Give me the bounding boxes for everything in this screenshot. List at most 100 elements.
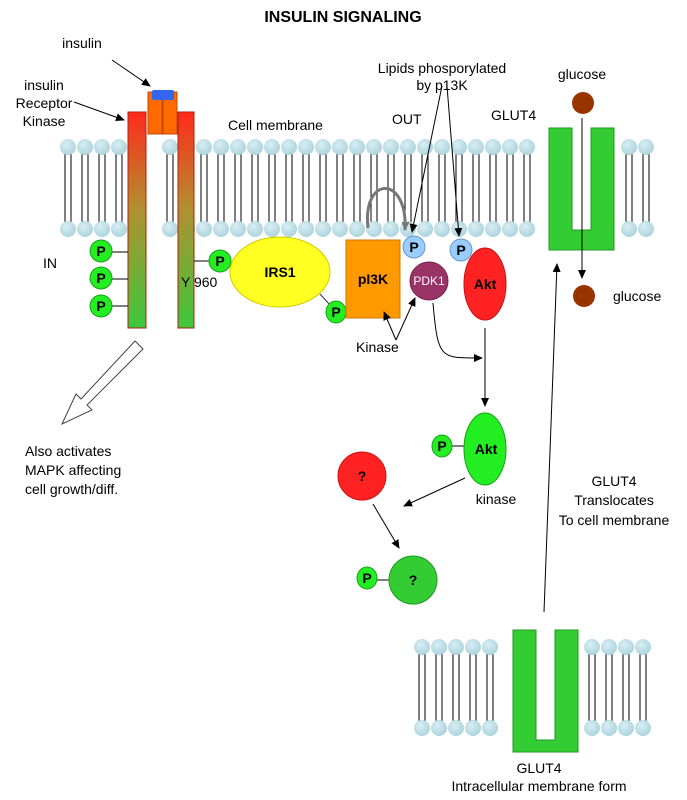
receptor-phosphates: P P P P bbox=[89, 239, 232, 318]
svg-text:PDK1: PDK1 bbox=[413, 274, 445, 288]
phospholipid bbox=[618, 639, 634, 736]
phospholipid bbox=[414, 639, 430, 736]
pdk1-protein: PDK1 bbox=[409, 261, 449, 301]
cell-membrane-bilayer bbox=[60, 139, 654, 237]
in-label: IN bbox=[43, 255, 57, 271]
akt-to-target-arrow bbox=[403, 477, 466, 507]
insulin-molecule bbox=[152, 90, 174, 100]
svg-text:IRS1: IRS1 bbox=[264, 264, 295, 280]
receptor-label-line3: Kinase bbox=[23, 113, 66, 129]
receptor-beta-subunit-right bbox=[177, 111, 195, 329]
phospholipid bbox=[635, 639, 651, 736]
mapk-arrow bbox=[60, 340, 144, 426]
phospholipid bbox=[366, 139, 382, 237]
akt-protein-inactive: Akt bbox=[463, 247, 507, 321]
translocate-label-line3: To cell membrane bbox=[559, 512, 670, 528]
svg-text:P: P bbox=[96, 243, 105, 259]
phospholipid bbox=[431, 639, 447, 736]
phospholipid bbox=[264, 139, 280, 237]
pdk1-to-akt-arrow bbox=[432, 302, 483, 363]
mapk-label-line1: Also activates bbox=[25, 443, 111, 459]
akt-kinase-label: kinase bbox=[476, 491, 517, 507]
svg-text:P: P bbox=[331, 304, 340, 320]
phospholipid bbox=[94, 139, 110, 237]
translocate-label-line2: Translocates bbox=[574, 492, 654, 508]
diagram-title: INSULIN SIGNALING bbox=[264, 9, 421, 26]
phospholipid bbox=[60, 139, 76, 237]
out-label: OUT bbox=[392, 111, 422, 127]
phospholipid bbox=[434, 139, 450, 237]
receptor-label-line2: Receptor bbox=[16, 95, 73, 111]
phospholipid bbox=[281, 139, 297, 237]
glut4-translocation-arrow bbox=[543, 263, 561, 613]
phosphate-group: P bbox=[89, 294, 113, 318]
svg-text:?: ? bbox=[409, 572, 418, 588]
svg-text:P: P bbox=[96, 270, 105, 286]
phospholipid bbox=[77, 139, 93, 237]
phosphate-group: P bbox=[402, 235, 426, 259]
phosphate-group: P bbox=[449, 238, 473, 262]
glucose-molecule-outside bbox=[572, 92, 594, 114]
insulin-arrow bbox=[111, 59, 151, 87]
translocate-label-line1: GLUT4 bbox=[591, 473, 636, 489]
phosphate-group: P bbox=[208, 249, 232, 273]
phospholipid bbox=[482, 639, 498, 736]
phospholipid bbox=[448, 639, 464, 736]
lipid-arrow-1 bbox=[409, 85, 443, 233]
lipids-label-line2: by p13K bbox=[416, 77, 468, 93]
svg-text:P: P bbox=[215, 253, 224, 269]
receptor-beta-subunit-left bbox=[127, 111, 147, 329]
phosphate-group: P bbox=[89, 266, 113, 290]
irs1-protein: IRS1 P bbox=[229, 236, 347, 324]
svg-text:Akt: Akt bbox=[474, 276, 497, 292]
phosphate-group: P bbox=[431, 434, 453, 458]
phospholipid bbox=[230, 139, 246, 237]
insulin-receptor bbox=[127, 90, 195, 329]
svg-text:Akt: Akt bbox=[475, 441, 498, 457]
phospholipid bbox=[383, 139, 399, 237]
svg-text:P: P bbox=[362, 570, 371, 586]
svg-text:P: P bbox=[96, 298, 105, 314]
kinase-label: Kinase bbox=[356, 339, 399, 355]
akt-protein-active: P Akt bbox=[431, 412, 507, 486]
glut4-membrane-form bbox=[548, 127, 615, 251]
insulin-label: insulin bbox=[62, 35, 102, 51]
svg-text:pI3K: pI3K bbox=[358, 271, 388, 287]
glut4-label-top: GLUT4 bbox=[491, 107, 536, 123]
svg-text:?: ? bbox=[358, 468, 367, 484]
arrows bbox=[60, 59, 561, 613]
phospholipid bbox=[601, 639, 617, 736]
phospholipid bbox=[315, 139, 331, 237]
glucose-outside-label: glucose bbox=[558, 66, 606, 82]
phospholipid bbox=[502, 139, 518, 237]
phospholipid bbox=[298, 139, 314, 237]
phospholipid bbox=[584, 639, 600, 736]
y960-label: Y 960 bbox=[181, 274, 218, 290]
receptor-arrow bbox=[73, 101, 125, 122]
svg-text:P: P bbox=[437, 438, 446, 454]
receptor-label-line1: insulin bbox=[24, 77, 64, 93]
cell-membrane-label: Cell membrane bbox=[228, 117, 323, 133]
kinase-arrow-pdk1 bbox=[395, 297, 416, 341]
phosphate-group: P bbox=[325, 300, 347, 324]
phospholipid bbox=[162, 139, 178, 237]
phospholipid bbox=[468, 139, 484, 237]
svg-text:P: P bbox=[456, 242, 465, 258]
lipids-label-line1: Lipids phosporylated bbox=[378, 60, 506, 76]
glucose-molecule-inside bbox=[573, 285, 595, 307]
phospholipid bbox=[247, 139, 263, 237]
phospholipid bbox=[196, 139, 212, 237]
phospholipid bbox=[111, 139, 127, 237]
glut4-intracellular-form bbox=[512, 629, 579, 753]
phospholipid bbox=[638, 139, 654, 237]
phospholipid bbox=[485, 139, 501, 237]
phospholipid bbox=[417, 139, 433, 237]
lipid-arrow-2 bbox=[446, 85, 463, 237]
kinase-arrow-pi3k bbox=[383, 311, 397, 341]
glut4-bottom-label-line1: GLUT4 bbox=[516, 760, 561, 776]
phosphate-group: P bbox=[356, 566, 378, 590]
mapk-label-line2: MAPK affecting bbox=[25, 462, 121, 478]
unknown-target-active: P ? bbox=[356, 555, 438, 605]
glut4-bottom-label-line2: Intracellular membrane form bbox=[451, 778, 626, 794]
